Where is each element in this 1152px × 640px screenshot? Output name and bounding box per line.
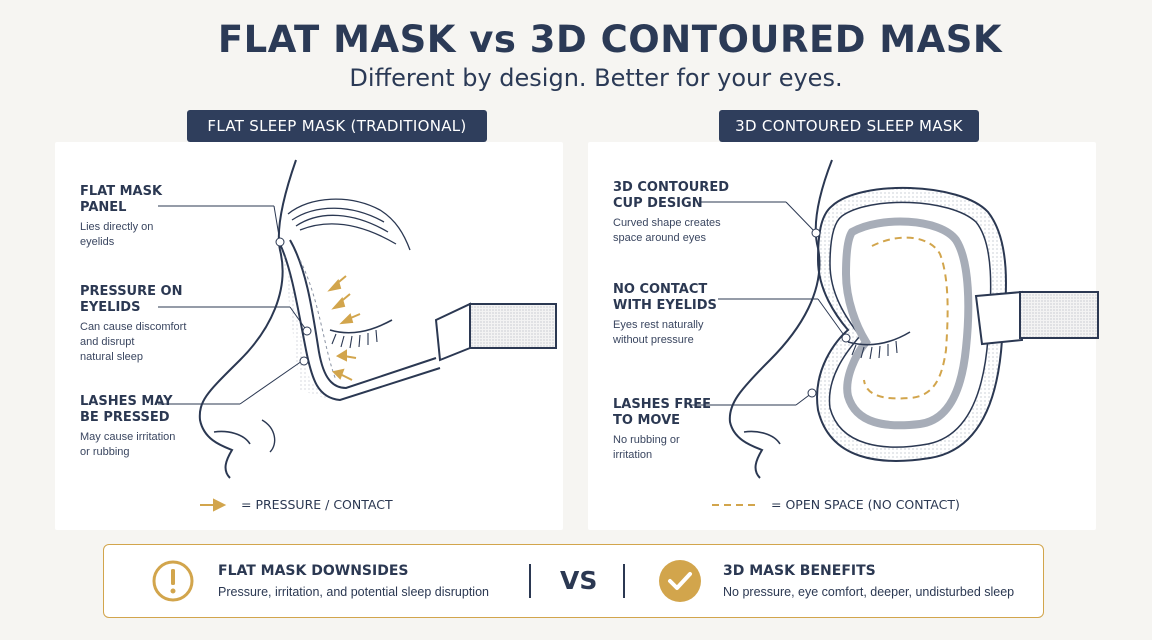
page-subtitle: Different by design. Better for your eye…	[349, 64, 843, 92]
open-space-legend: = OPEN SPACE (NO CONTACT)	[771, 497, 960, 512]
contoured-mask-tag: 3D CONTOURED SLEEP MASK	[719, 110, 979, 142]
divider-left	[529, 564, 531, 598]
flat-mask-tag: FLAT SLEEP MASK (TRADITIONAL)	[187, 110, 487, 142]
eyebrow-icon	[287, 198, 411, 251]
downsides-desc: Pressure, irritation, and potential slee…	[218, 585, 489, 599]
page-title: FLAT MASK vs 3D CONTOURED MASK	[217, 18, 1003, 61]
label-flat-mask-panel: FLAT MASK PANEL Lies directly on eyelids	[80, 184, 163, 248]
divider-right	[623, 564, 625, 598]
label-pressure-on-eyelids: PRESSURE ON EYELIDS Can cause discomfort…	[80, 284, 187, 363]
benefits-desc: No pressure, eye comfort, deeper, undist…	[723, 585, 1015, 599]
downsides-heading: FLAT MASK DOWNSIDES	[218, 563, 409, 579]
vs-label: VS	[560, 566, 598, 595]
pressure-arrows	[327, 275, 361, 381]
label-lashes-free: LASHES FREE TO MOVE No rubbing or irrita…	[613, 397, 712, 461]
comparison-summary: FLAT MASK DOWNSIDES Pressure, irritation…	[103, 544, 1044, 618]
arrow-right-icon	[200, 498, 227, 512]
exclamation-circle-icon	[152, 560, 194, 602]
pressure-legend: = PRESSURE / CONTACT	[241, 497, 393, 512]
label-lashes-pressed: LASHES MAY BE PRESSED May cause irritati…	[80, 394, 176, 458]
label-3d-cup: 3D CONTOURED CUP DESIGN Curved shape cre…	[613, 180, 729, 244]
benefits-heading: 3D MASK BENEFITS	[723, 563, 876, 579]
label-no-contact: NO CONTACT WITH EYELIDS Eyes rest natura…	[613, 282, 717, 346]
check-circle-icon	[659, 560, 701, 602]
